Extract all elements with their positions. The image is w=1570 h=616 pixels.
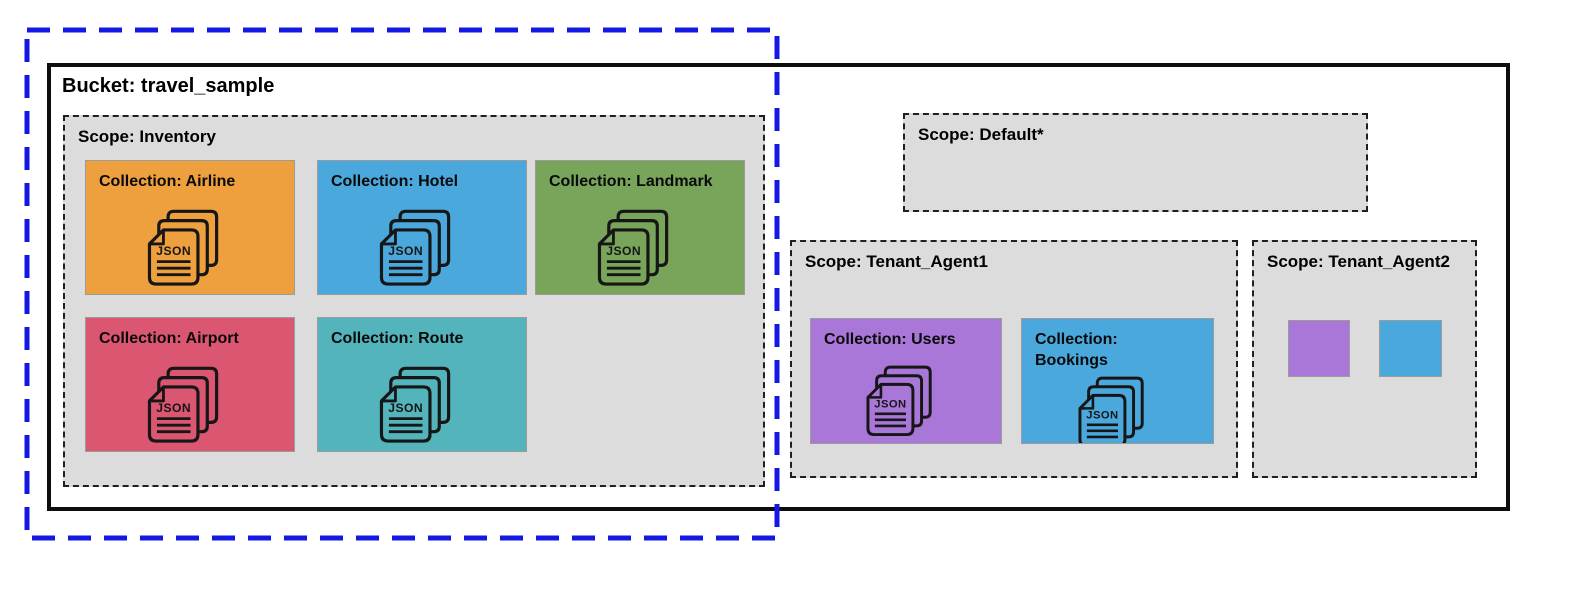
icon-wrap: JSON — [811, 351, 1001, 443]
scope-default-label: Scope: Default* — [918, 125, 1044, 144]
collection-airport-box: Collection: Airport JSON — [85, 317, 295, 452]
collection-hotel-box: Collection: Hotel JSON — [317, 160, 527, 295]
collection-hotel-label: Collection: Hotel — [331, 173, 459, 190]
icon-wrap: JSON — [86, 350, 294, 451]
icon-wrap: JSON — [318, 350, 526, 451]
collection-airline-label: Collection: Airline — [99, 173, 236, 190]
scope-tenant-agent2-label: Scope: Tenant_Agent2 — [1267, 252, 1450, 271]
json-documents-icon: JSON — [1077, 376, 1144, 443]
scope-tenant-agent1-label: Scope: Tenant_Agent1 — [805, 252, 988, 271]
bucket-label: Bucket: travel_sample — [62, 75, 275, 97]
json-icon-text: JSON — [388, 402, 423, 416]
collection-bookings-label: Collection: Bookings — [1035, 331, 1118, 369]
json-icon-text: JSON — [156, 245, 191, 259]
collection-airport-label: Collection: Airport — [99, 330, 239, 347]
collection-route-label: Collection: Route — [331, 330, 464, 347]
scope-inventory-box: Scope: Inventory Collection: Airline JSO… — [63, 115, 765, 487]
scope-tenant-agent1-box: Scope: Tenant_Agent1 Collection: Users J… — [790, 240, 1238, 478]
icon-wrap: JSON — [86, 193, 294, 294]
json-documents-icon: JSON — [597, 210, 668, 287]
icon-wrap: JSON — [1022, 372, 1213, 443]
scope-tenant-agent2-box: Scope: Tenant_Agent2 — [1252, 240, 1477, 478]
json-documents-icon: JSON — [379, 210, 450, 287]
collection-mini-purple-box — [1288, 320, 1350, 377]
collection-users-label: Collection: Users — [824, 331, 956, 348]
collection-airline-box: Collection: Airline JSON — [85, 160, 295, 295]
collection-users-box: Collection: Users JSON — [810, 318, 1002, 444]
scope-inventory-label: Scope: Inventory — [78, 127, 216, 146]
icon-wrap: JSON — [318, 193, 526, 294]
bucket-travel-sample-box: Bucket: travel_sample Scope: Inventory C… — [47, 63, 1510, 511]
collection-landmark-label: Collection: Landmark — [549, 173, 713, 190]
json-icon-text: JSON — [606, 245, 641, 259]
json-documents-icon: JSON — [147, 210, 218, 287]
json-documents-icon: JSON — [379, 367, 450, 444]
collection-bookings-box: Collection: Bookings JSON — [1021, 318, 1214, 444]
scope-default-box: Scope: Default* — [903, 113, 1368, 212]
collection-mini-blue-box — [1379, 320, 1442, 377]
collection-landmark-box: Collection: Landmark JSON — [535, 160, 745, 295]
json-icon-text: JSON — [388, 245, 423, 259]
icon-wrap: JSON — [536, 193, 744, 294]
json-documents-icon: JSON — [147, 367, 218, 444]
json-icon-text: JSON — [1086, 410, 1118, 422]
collection-route-box: Collection: Route JSON — [317, 317, 527, 452]
json-documents-icon: JSON — [866, 366, 932, 437]
json-icon-text: JSON — [874, 399, 906, 411]
json-icon-text: JSON — [156, 402, 191, 416]
